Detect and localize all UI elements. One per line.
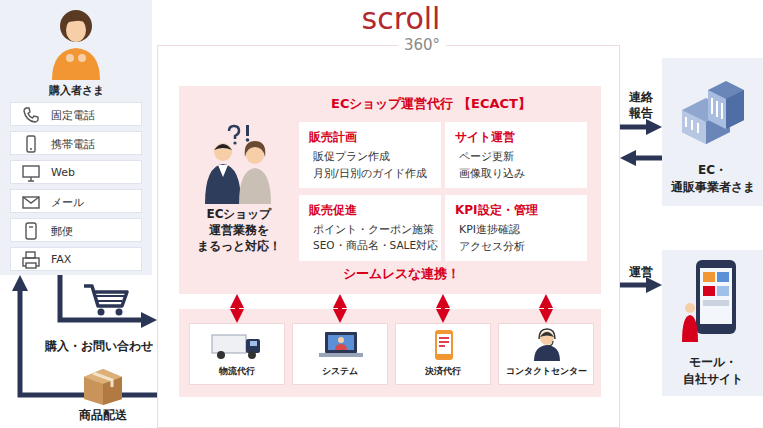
flow-arrow <box>620 125 650 130</box>
cart-icon <box>82 282 132 318</box>
node-text: 画像取り込み <box>459 166 525 181</box>
node-title: 販売促進 <box>309 202 357 219</box>
link-arrow <box>235 304 239 313</box>
node-title: 固定電話 <box>51 108 95 123</box>
service-band: ECショップ運営代行 【ECACT】販売計画販促プラン作成月別/日別のガイド作成… <box>179 86 601 294</box>
node-title: サイト運営 <box>455 129 515 146</box>
node-text: 販促プラン作成 <box>313 149 390 164</box>
task-box: KPI設定・管理 KPI進捗確認アクセス分析 <box>445 195 587 261</box>
edge-label: 商品配送 <box>58 407 148 423</box>
fax-icon <box>21 250 41 270</box>
edge-label: 運営 <box>620 264 662 280</box>
channel-box: メール <box>10 189 142 213</box>
channel-site-box: モール・ 自社サイト <box>662 250 763 396</box>
node-text: 月別/日別のガイド作成 <box>313 166 427 181</box>
channel-box: 郵便 <box>10 218 142 242</box>
staff-illustration <box>193 124 283 204</box>
envelope-icon <box>21 192 41 212</box>
flow-arrow <box>60 275 145 320</box>
highlight-text: シームレスな連携！ <box>321 266 481 282</box>
buyer-person-icon <box>46 4 106 80</box>
node-title: EC・ 通販事業者さま <box>662 162 763 196</box>
laptop-icon <box>311 329 371 361</box>
flow-arrow <box>632 156 662 161</box>
link-arrow <box>441 304 445 313</box>
node-title: メール <box>51 195 84 210</box>
client-box: EC・ 通販事業者さま <box>662 58 763 206</box>
buyer-panel: 購入者さま固定電話携帯電話 Web メール郵便 FAX <box>0 0 152 275</box>
node-text: ポイント・クーポン施策 <box>313 222 434 237</box>
edge-label: 連絡 報告 <box>622 89 660 121</box>
node-title: システム <box>293 365 387 378</box>
channel-box: 携帯電話 <box>10 131 142 155</box>
node-title: ECショップ運営代行 【ECACT】 <box>281 95 581 113</box>
node-title: 郵便 <box>51 224 73 239</box>
phone-icon <box>21 105 41 125</box>
node-text: アクセス分析 <box>459 239 525 254</box>
channel-box: 固定電話 <box>10 102 142 126</box>
caption-text: ECショップ 運営業務を まるっと対応！ <box>187 206 291 254</box>
node-title: 購入者さま <box>0 84 152 98</box>
operator-icon <box>517 327 577 361</box>
flow-arrow <box>620 283 650 288</box>
node-title: FAX <box>51 253 71 266</box>
building-icon <box>672 70 752 150</box>
node-title: Web <box>51 166 75 179</box>
task-box: サイト運営ページ更新画像取り込み <box>445 122 587 188</box>
monitor-icon <box>21 163 41 183</box>
task-box: 販売促進ポイント・クーポン施策 SEO・商品名・SALE対応 <box>299 195 441 261</box>
node-text: KPI進捗確認 <box>459 222 520 237</box>
company-frame: scroll360°ECショップ運営代行 【ECACT】販売計画販促プラン作成月… <box>157 45 620 428</box>
node-title: コンタクトセンター <box>499 365 593 378</box>
mobile-icon <box>21 134 41 154</box>
partner-box: 物流代行 <box>189 323 285 385</box>
task-box: 販売計画販促プラン作成月別/日別のガイド作成 <box>299 122 441 188</box>
postbox-icon <box>21 221 41 241</box>
node-title: 決済代行 <box>396 365 490 378</box>
node-title: モール・ 自社サイト <box>662 354 763 388</box>
node-title: 物流代行 <box>190 365 284 378</box>
parcel-icon <box>80 365 126 405</box>
node-text: SEO・商品名・SALE対応 <box>313 239 438 253</box>
node-text: ページ更新 <box>459 149 514 164</box>
partner-box: システム <box>292 323 388 385</box>
node-title: 販売計画 <box>309 129 357 146</box>
channel-box: FAX <box>10 247 142 271</box>
edge-label: 購入・お問い合わせ <box>38 338 160 354</box>
partner-box: 決済代行 <box>395 323 491 385</box>
link-arrow <box>544 304 548 313</box>
channel-box: Web <box>10 160 142 184</box>
partner-box: コンタクトセンター <box>498 323 594 385</box>
link-arrow <box>338 304 342 313</box>
node-title: scroll <box>348 2 454 36</box>
node-text: 360° <box>398 36 446 54</box>
node-title: KPI設定・管理 <box>455 202 538 219</box>
mobile-site-icon <box>678 258 748 342</box>
node-title: 携帯電話 <box>51 137 95 152</box>
smartphone-icon <box>414 329 474 361</box>
truck-icon <box>208 329 268 361</box>
